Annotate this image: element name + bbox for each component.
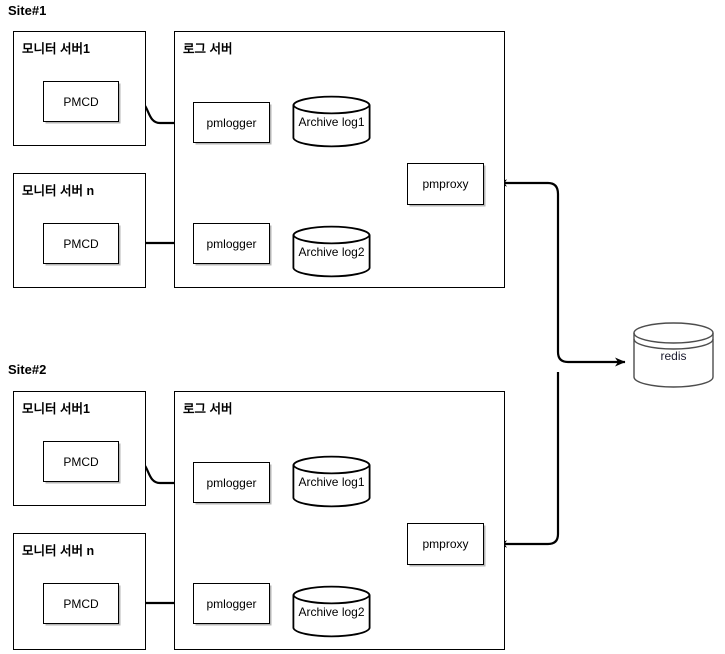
archive-log-label-1a: Archive log1: [298, 115, 365, 129]
pmlogger-node-1a[interactable]: pmlogger: [193, 102, 270, 143]
pmlogger-node-2a[interactable]: pmlogger: [193, 462, 270, 503]
pmcd-node-2-n[interactable]: PMCD: [43, 583, 119, 624]
monitor-server-box-2-n: 모니터 서버 n: [13, 533, 146, 650]
monitor-server-title-1: 모니터 서버1: [22, 42, 90, 56]
pmlogger-node-2b[interactable]: pmlogger: [193, 583, 270, 624]
monitor-server-box-1: 모니터 서버1: [13, 31, 146, 146]
pmcd-node-1[interactable]: PMCD: [43, 81, 119, 122]
archive-log-label-1b: Archive log2: [298, 245, 365, 259]
archive-log-cylinder-1a[interactable]: Archive log1: [292, 95, 371, 148]
archive-log-cylinder-2b[interactable]: Archive log2: [292, 585, 371, 638]
pmcd-node-2-1[interactable]: PMCD: [43, 441, 119, 482]
edge-redis-pmproxy1: [498, 179, 560, 195]
archive-log-cylinder-1b[interactable]: Archive log2: [292, 225, 371, 278]
log-server-title-2: 로그 서버: [183, 402, 233, 416]
edge-bus-redis: [556, 351, 626, 367]
archive-log-label-2b: Archive log2: [298, 605, 365, 619]
pmproxy-node-1[interactable]: pmproxy: [407, 163, 484, 205]
log-server-title-1: 로그 서버: [183, 42, 233, 56]
site-label-1: Site#1: [8, 3, 47, 18]
edge-redis-pmproxy2: [498, 533, 560, 548]
monitor-server-title-2-n: 모니터 서버 n: [22, 544, 95, 558]
archive-log-cylinder-2a[interactable]: Archive log1: [292, 455, 371, 508]
pmcd-node-n[interactable]: PMCD: [43, 223, 119, 264]
pmproxy-node-2[interactable]: pmproxy: [407, 523, 484, 565]
archive-log-label-2a: Archive log1: [298, 475, 365, 489]
redis-label: redis: [660, 349, 687, 363]
site-label-2: Site#2: [8, 362, 47, 377]
pmlogger-node-1b[interactable]: pmlogger: [193, 223, 270, 264]
redis-cylinder[interactable]: redis: [633, 322, 714, 388]
monitor-server-title-n: 모니터 서버 n: [22, 184, 95, 198]
monitor-server-title-2-1: 모니터 서버1: [22, 402, 90, 416]
